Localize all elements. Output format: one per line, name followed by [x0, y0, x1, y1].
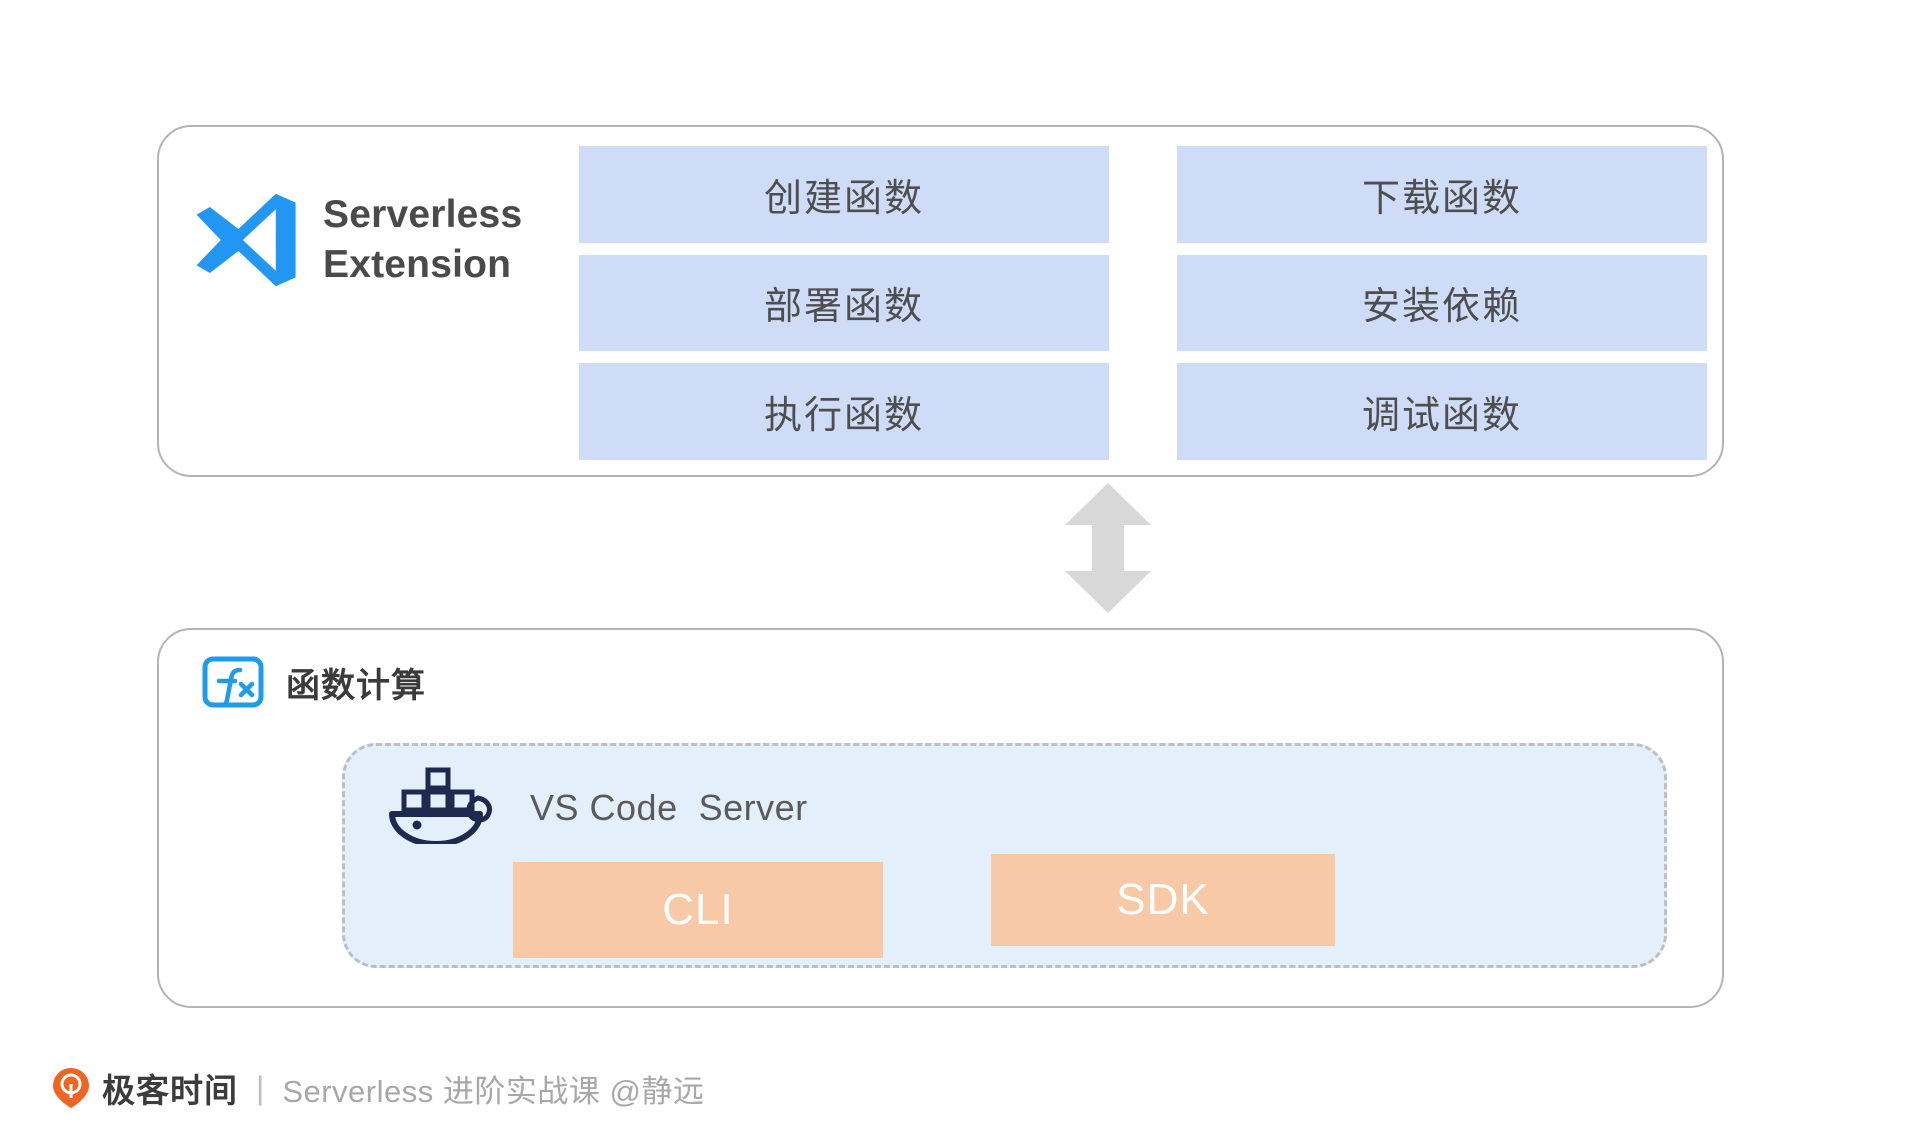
double-headed-vertical-arrow-icon [1065, 483, 1151, 613]
action-button-create-function[interactable]: 创建函数 [579, 146, 1109, 243]
action-button-execute-function[interactable]: 执行函数 [579, 363, 1109, 460]
action-button-deploy-function[interactable]: 部署函数 [579, 254, 1109, 352]
container-header: VS Code Server [386, 766, 808, 847]
vscode-server-title: VS Code Server [530, 787, 808, 828]
vscode-server-container: VS Code Server CLI SDK [342, 743, 1667, 968]
extension-action-grid: 创建函数 下载函数 部署函数 安装依赖 执行函数 调试函数 [579, 146, 1707, 460]
action-button-install-dependencies[interactable]: 安装依赖 [1177, 254, 1707, 352]
container-sdk-row: CLI SDK [513, 854, 1623, 958]
function-compute-card: 函数计算 VS Code Server CLI [157, 628, 1724, 1008]
footer-watermark: 极客时间 | Serverless 进阶实战课 @静远 [52, 1064, 704, 1112]
footer-subtitle: Serverless 进阶实战课 @静远 [282, 1073, 705, 1109]
serverless-extension-brand: Serverless Extension [189, 175, 579, 305]
geekbang-pin-icon [52, 1067, 90, 1109]
serverless-extension-title: Serverless Extension [323, 193, 523, 286]
cli-block[interactable]: CLI [513, 862, 883, 958]
action-button-debug-function[interactable]: 调试函数 [1177, 363, 1707, 460]
sdk-block[interactable]: SDK [991, 854, 1335, 946]
footer-brand-name: 极客时间 [102, 1072, 238, 1109]
function-compute-label: 函数计算 [286, 666, 426, 705]
serverless-extension-card: Serverless Extension 创建函数 下载函数 部署函数 安装依赖… [157, 125, 1724, 477]
function-compute-brand: 函数计算 [202, 656, 426, 708]
action-button-download-function[interactable]: 下载函数 [1177, 146, 1707, 243]
docker-whale-icon [386, 766, 498, 847]
vscode-logo-icon [189, 185, 301, 295]
footer-divider: | [256, 1069, 265, 1106]
fx-function-compute-icon [202, 656, 264, 708]
